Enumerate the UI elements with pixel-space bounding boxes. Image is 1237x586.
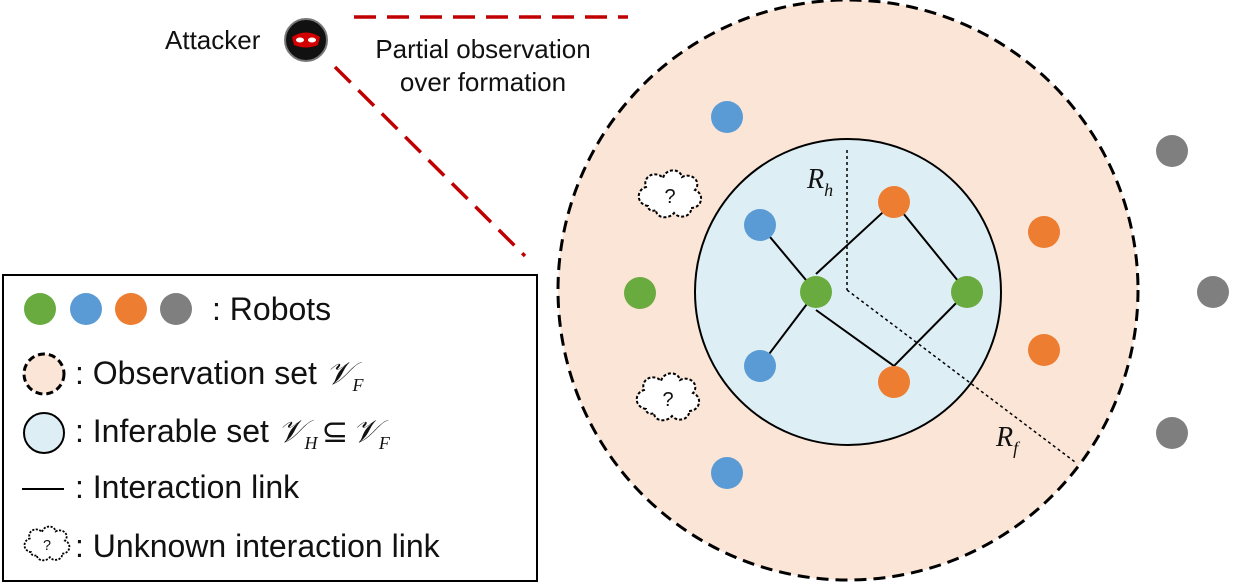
radius-rh-label: Rh: [806, 164, 833, 200]
cloud-question-mark: ?: [662, 389, 673, 411]
robot-blue: [711, 457, 743, 489]
robot-blue: [711, 101, 743, 133]
legend-unknown-label: : Unknown interaction link: [75, 528, 441, 564]
robot-gray: [1197, 276, 1229, 308]
legend-observation-label: : Observation set 𝒱F: [75, 355, 364, 395]
robot-orange: [878, 186, 910, 218]
attacker-label: Attacker: [165, 25, 261, 55]
robot-green: [951, 276, 983, 308]
robot-blue: [744, 209, 776, 241]
robot-blue: [744, 350, 776, 382]
robot-green: [624, 277, 656, 309]
legend-inferable-label: : Inferable set 𝒱H⊆𝒱F: [75, 413, 391, 453]
radius-rf-label: Rf: [995, 422, 1021, 458]
legend-interaction-label: : Interaction link: [75, 469, 300, 505]
robot-green: [800, 276, 832, 308]
robot-gray: [1156, 417, 1188, 449]
robots: [624, 101, 1229, 489]
robot-orange: [878, 366, 910, 398]
observation-caption-line2: over formation: [400, 67, 566, 97]
cloud-question-mark: ?: [43, 538, 51, 554]
observation-caption-line1: Partial observation: [375, 34, 590, 64]
unknown-link-cloud: ?: [635, 372, 701, 422]
robot-orange: [1028, 216, 1060, 248]
legend-box: [2, 274, 538, 582]
masked-attacker-icon: [284, 18, 328, 62]
legend-robot-green: [24, 293, 56, 325]
attacker-observation-line-lower: [333, 65, 527, 258]
legend-robot-gray: [160, 293, 192, 325]
legend-unknown-cloud-icon: ?: [23, 525, 71, 562]
legend-inferable-swatch: [23, 412, 65, 454]
legend-robot-blue: [70, 293, 102, 325]
legend-robots-label: : Robots: [212, 291, 331, 327]
legend-robot-orange: [115, 293, 147, 325]
legend-observation-swatch: [22, 352, 66, 396]
cloud-question-mark: ?: [664, 186, 675, 208]
legend: : Robots : Observation set 𝒱F : Inferabl…: [2, 274, 538, 582]
unknown-link-cloud: ?: [637, 169, 703, 219]
robot-orange: [1028, 334, 1060, 366]
robot-gray: [1156, 135, 1188, 167]
